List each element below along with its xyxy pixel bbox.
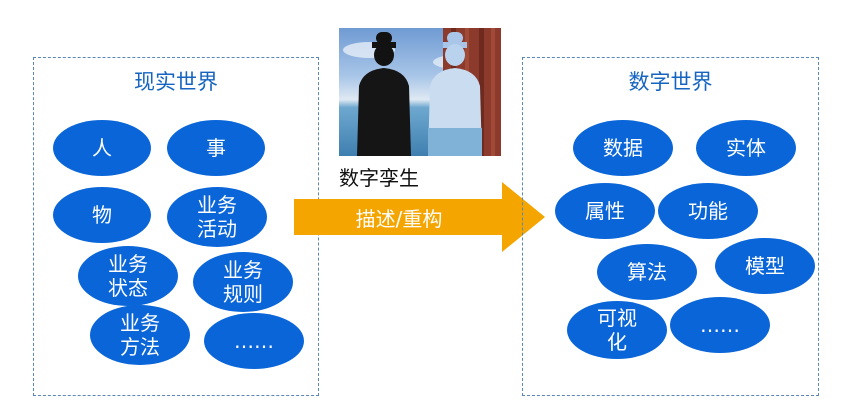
bubble-algorithm: 算法 — [597, 244, 697, 300]
bubble-event: 事 — [167, 120, 265, 176]
bubble-business-activity: 业务 活动 — [167, 187, 267, 247]
bubble-person: 人 — [53, 120, 151, 176]
digital-twin-image — [339, 28, 501, 156]
arrow-label: 描述/重构 — [355, 206, 443, 231]
digital-world-panel: 数字世界 — [522, 57, 819, 396]
bubble-business-rule: 业务 规则 — [193, 252, 293, 312]
bubble-function: 功能 — [658, 183, 758, 239]
bubble-visualization: 可视 化 — [567, 301, 667, 359]
bubble-more-right: …… — [670, 297, 770, 353]
bubble-business-state: 业务 状态 — [78, 246, 178, 306]
real-world-title: 现实世界 — [134, 70, 218, 94]
bubble-entity: 实体 — [696, 120, 796, 176]
bubble-model: 模型 — [715, 238, 815, 294]
man-in-bowler-hat-icon — [343, 28, 501, 156]
bubble-attribute: 属性 — [555, 183, 655, 239]
bubble-more-left: …… — [204, 313, 304, 369]
bubble-business-method: 业务 方法 — [90, 305, 190, 365]
digital-twin-caption: 数字孪生 — [339, 166, 419, 190]
arrow-right-icon — [294, 182, 545, 252]
bubble-object: 物 — [53, 187, 151, 243]
digital-world-title: 数字世界 — [628, 70, 713, 94]
bubble-data: 数据 — [573, 120, 673, 176]
